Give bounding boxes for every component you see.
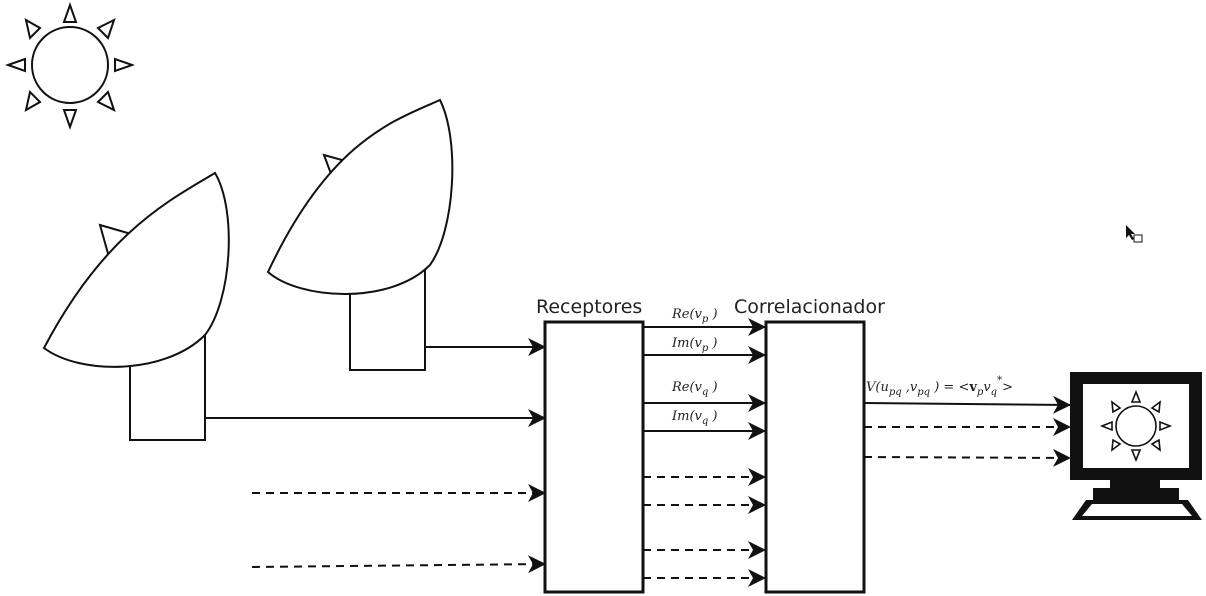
sun-icon	[4, 1, 136, 131]
receivers-box	[543, 320, 645, 594]
cursor-icon	[1126, 225, 1143, 243]
correlator-label: Correlacionador	[734, 296, 885, 318]
monitor-icon	[1070, 372, 1202, 520]
im-p-label: Im(vp )	[671, 336, 718, 354]
radio-dish-icon	[42, 171, 230, 441]
sun-icon	[1099, 389, 1173, 463]
re-p-label: Re(vp )	[671, 307, 718, 325]
im-q-label: Im(vq )	[671, 409, 718, 427]
additional-antenna-line	[251, 555, 546, 574]
receivers-label: Receptores	[536, 296, 642, 318]
radio-dish-icon	[266, 98, 454, 371]
re-q-label: Re(vq )	[671, 380, 718, 398]
additional-visibility-line	[863, 448, 1071, 467]
correlator-box	[764, 320, 866, 594]
visibility-line	[863, 395, 1071, 414]
visibility-label: V(upq ,vpq ) = <vpvq*>	[866, 375, 1013, 398]
